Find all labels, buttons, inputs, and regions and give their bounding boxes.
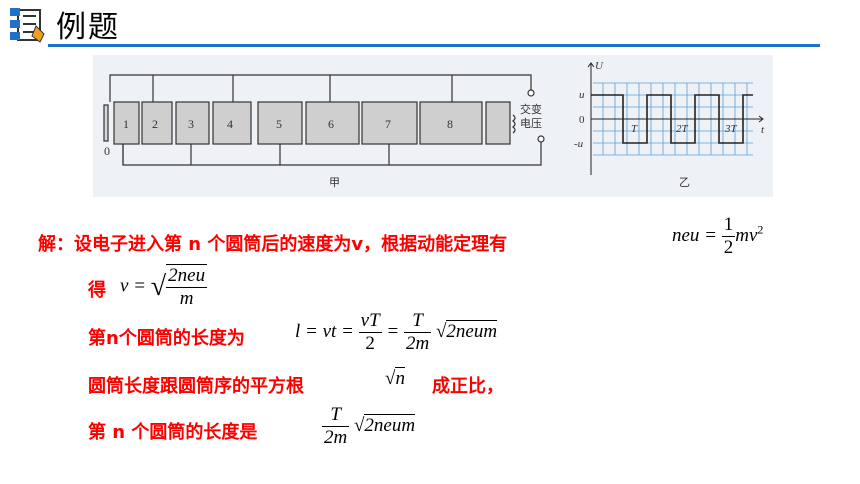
- figure-svg: 1 2 3 4 5 6 7 8 0 交变 电压 甲: [103, 60, 765, 189]
- tick-label: T: [631, 123, 638, 135]
- tube-label: 3: [188, 117, 194, 131]
- solution-line-2: 得: [88, 280, 106, 301]
- figure-caption-yi: 乙: [679, 176, 690, 189]
- u-zero-label: 0: [579, 114, 585, 126]
- tube-label: 2: [152, 117, 158, 131]
- tube-label: 7: [385, 117, 391, 131]
- tube-label: 1: [123, 117, 129, 131]
- drift-tube-diagram: [103, 74, 545, 166]
- voltage-waveform: U t u 0 -u T 2T 3T 乙: [574, 60, 765, 189]
- u-plus-label: u: [579, 89, 585, 101]
- solution-line-1: 解：设电子进入第 n 个圆筒后的速度为v，根据动能定理有: [38, 234, 508, 255]
- tube-label: 5: [276, 117, 282, 131]
- header-divider: [48, 44, 820, 47]
- figure-caption-jia: 甲: [329, 177, 340, 189]
- tube-label: 8: [447, 117, 453, 131]
- solution-line-4b: 成正比，: [432, 376, 504, 397]
- plate-zero-label: 0: [104, 144, 110, 158]
- y-axis-label: U: [595, 60, 604, 72]
- tick-label: 2T: [676, 123, 689, 135]
- tick-label: 3T: [724, 123, 738, 135]
- sqrt-n: √n: [385, 367, 405, 389]
- source-label: 交变: [520, 102, 542, 116]
- source-label: 电压: [520, 117, 542, 130]
- page-title: 例题: [56, 10, 120, 45]
- figure-panel: 1 2 3 4 5 6 7 8 0 交变 电压 甲: [93, 55, 773, 197]
- tube-label: 6: [328, 117, 334, 131]
- solution-line-4a: 圆筒长度跟圆筒序的平方根: [88, 376, 304, 397]
- solution-line-5: 第 n 个圆筒的长度是: [88, 422, 258, 443]
- x-axis-label: t: [761, 124, 765, 136]
- solution-line-3: 第n个圆筒的长度为: [88, 328, 245, 349]
- tube-label: 4: [227, 117, 233, 131]
- u-minus-label: -u: [574, 138, 584, 150]
- checklist-icon: [10, 8, 45, 43]
